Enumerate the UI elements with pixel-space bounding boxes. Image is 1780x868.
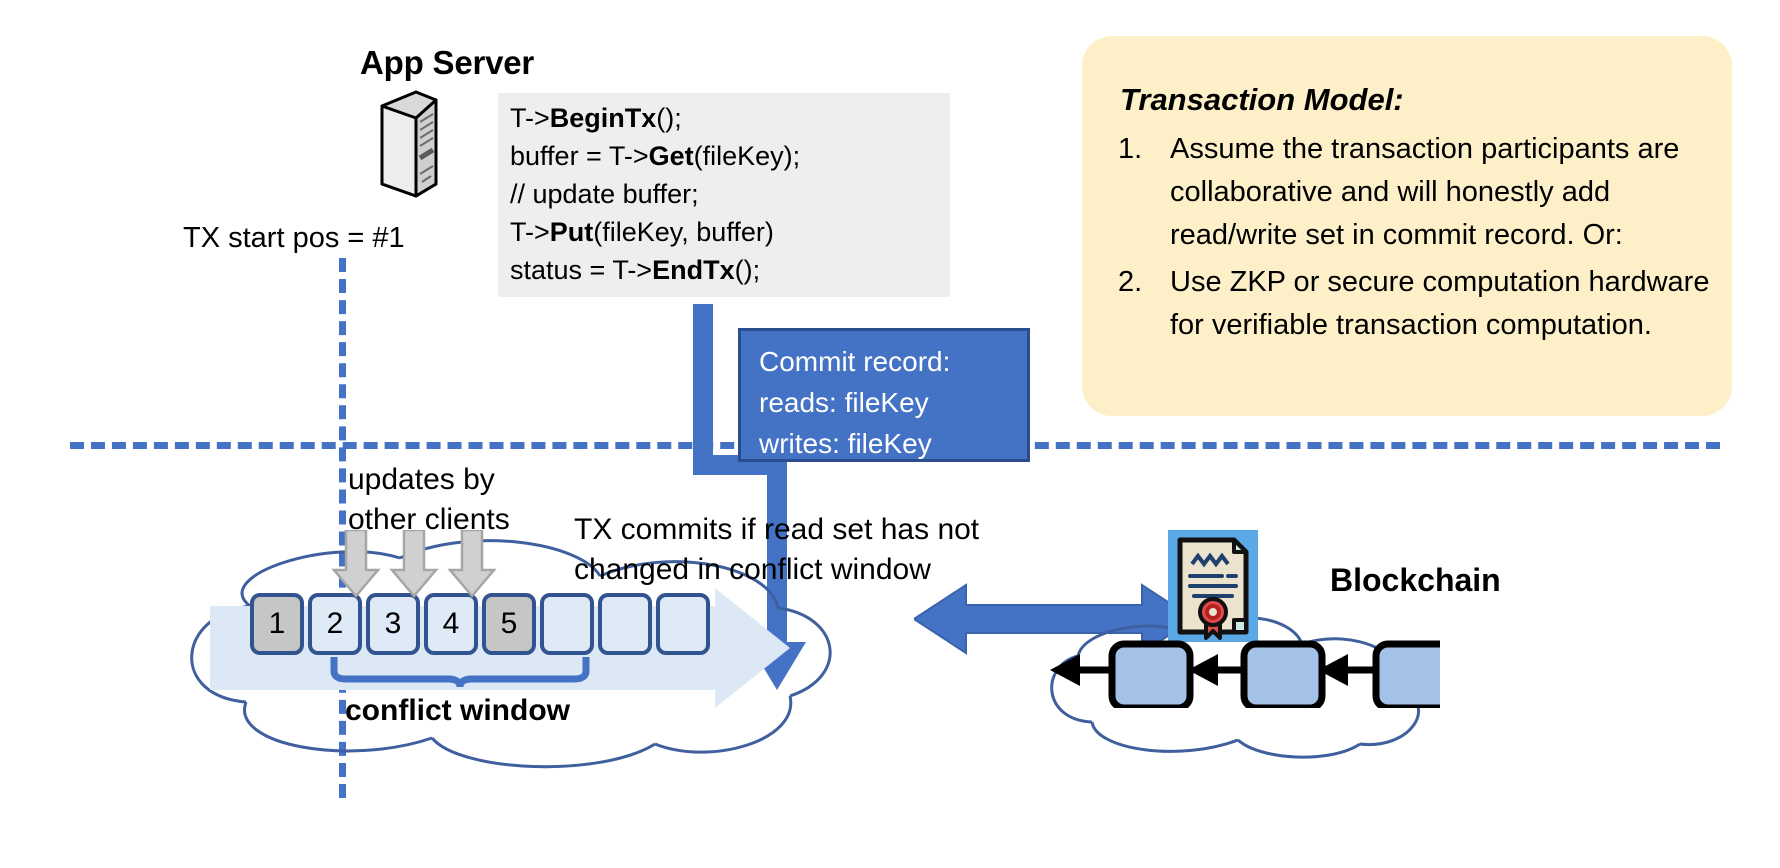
ledger-block[interactable]: 1 bbox=[250, 593, 304, 655]
server-tower-icon bbox=[378, 88, 440, 200]
ledger-block[interactable] bbox=[598, 593, 652, 655]
ledger-block[interactable] bbox=[656, 593, 710, 655]
conflict-window-brace bbox=[330, 655, 590, 697]
code-bold: EndTx bbox=[652, 255, 735, 285]
code-post: (fileKey, buffer) bbox=[593, 217, 774, 247]
app-server-title: App Server bbox=[360, 44, 535, 81]
code-post: (fileKey); bbox=[693, 141, 801, 171]
list-item-text: Assume the transaction participants are … bbox=[1170, 133, 1680, 251]
list-item: 2. Use ZKP or secure computation hardwar… bbox=[1118, 261, 1718, 347]
code-pre: buffer = T-> bbox=[510, 141, 649, 171]
code-line: status = T->EndTx(); bbox=[510, 251, 950, 289]
tx-commit-condition-label: TX commits if read set has not changed i… bbox=[574, 513, 980, 586]
transaction-model-callout: Transaction Model: 1. Assume the transac… bbox=[1082, 36, 1732, 416]
code-pre: T-> bbox=[510, 103, 550, 133]
ledger-block[interactable]: 3 bbox=[366, 593, 420, 655]
code-line: buffer = T->Get(fileKey); bbox=[510, 137, 950, 175]
transaction-model-list: 1. Assume the transaction participants a… bbox=[1118, 128, 1718, 351]
code-pre: // update buffer; bbox=[510, 179, 699, 209]
ledger-block-row: 1 2 3 4 5 bbox=[250, 593, 710, 655]
ledger-block[interactable]: 5 bbox=[482, 593, 536, 655]
other-client-update-arrows bbox=[300, 528, 560, 600]
code-pre: status = T-> bbox=[510, 255, 653, 285]
app-server-code-block: T->BeginTx(); buffer = T->Get(fileKey); … bbox=[498, 93, 950, 297]
code-bold: Get bbox=[648, 141, 694, 171]
code-post: (); bbox=[656, 103, 682, 133]
list-item-number: 1. bbox=[1118, 133, 1143, 165]
list-item-text: Use ZKP or secure computation hardware f… bbox=[1170, 266, 1710, 341]
ledger-block[interactable]: 2 bbox=[308, 593, 362, 655]
code-pre: T-> bbox=[510, 217, 550, 247]
conflict-window-label: conflict window bbox=[345, 694, 570, 727]
code-bold: BeginTx bbox=[549, 103, 657, 133]
code-line: T->Put(fileKey, buffer) bbox=[510, 213, 950, 251]
list-item: 1. Assume the transaction participants a… bbox=[1118, 128, 1718, 257]
tx-start-pos-label: TX start pos = #1 bbox=[183, 222, 405, 254]
transaction-model-title: Transaction Model: bbox=[1120, 82, 1404, 117]
commit-record-box: Commit record: reads: fileKey writes: fi… bbox=[738, 328, 1030, 462]
ledger-block[interactable] bbox=[540, 593, 594, 655]
ledger-block[interactable]: 4 bbox=[424, 593, 478, 655]
blockchain-label: Blockchain bbox=[1330, 562, 1501, 598]
code-bold: Put bbox=[549, 217, 594, 247]
tx-start-dashed-line bbox=[339, 258, 346, 798]
commit-record-line: reads: fileKey bbox=[759, 387, 929, 418]
certificate-contract-icon bbox=[1168, 530, 1258, 642]
blockchain-block-chain bbox=[1040, 638, 1458, 712]
commit-record-line: Commit record: bbox=[759, 346, 951, 377]
code-post: (); bbox=[734, 255, 761, 285]
commit-record-line: writes: fileKey bbox=[759, 428, 932, 459]
updates-by-other-clients-label: updates by other clients bbox=[348, 463, 510, 536]
code-line: // update buffer; bbox=[510, 175, 950, 213]
code-line: T->BeginTx(); bbox=[510, 99, 950, 137]
list-item-number: 2. bbox=[1118, 266, 1143, 298]
